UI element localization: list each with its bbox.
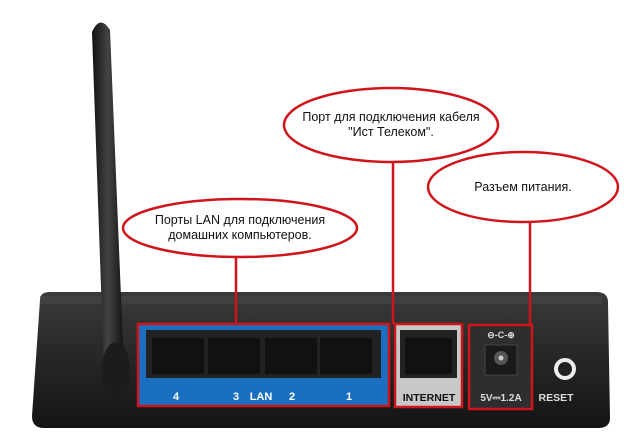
- antenna: [92, 22, 130, 398]
- internet-callout-bubble: [282, 86, 500, 164]
- polarity-label: ⊖-C-⊕: [487, 330, 515, 340]
- internet-label: INTERNET: [403, 392, 456, 404]
- lan-label-3: 3: [233, 391, 239, 403]
- lan-port-3[interactable]: [208, 338, 260, 374]
- reset-label: RESET: [538, 392, 574, 404]
- lan-ports: [152, 338, 372, 374]
- power-callout-line1: Разъем питания.: [474, 180, 572, 194]
- power-callout-bubble: [426, 150, 620, 224]
- lan-label-1: 1: [346, 391, 352, 403]
- lan-callout-line2: домашних компьютеров.: [168, 228, 312, 242]
- lan-label-4: 4: [173, 391, 180, 403]
- power-label: 5V⎓1.2A: [480, 393, 521, 404]
- internet-port[interactable]: [405, 338, 452, 374]
- internet-callout-line2: "Ист Телеком".: [348, 125, 434, 139]
- lan-callout-bubble: [121, 197, 359, 259]
- lan-port-1[interactable]: [320, 338, 372, 374]
- lan-label-2: 2: [289, 391, 295, 403]
- lan-callout-text: Порты LAN для подключения домашних компь…: [123, 213, 357, 243]
- lan-label: LAN: [250, 391, 273, 403]
- power-callout-text: Разъем питания.: [430, 180, 616, 195]
- reset-button[interactable]: [554, 358, 576, 380]
- lan-callout-line1: Порты LAN для подключения: [154, 213, 326, 227]
- lan-port-4[interactable]: [152, 338, 204, 374]
- internet-callout-line1: Порт для подключения кабеля: [302, 110, 480, 124]
- internet-callout-text: Порт для подключения кабеля "Ист Телеком…: [284, 110, 498, 140]
- lan-port-2[interactable]: [265, 338, 317, 374]
